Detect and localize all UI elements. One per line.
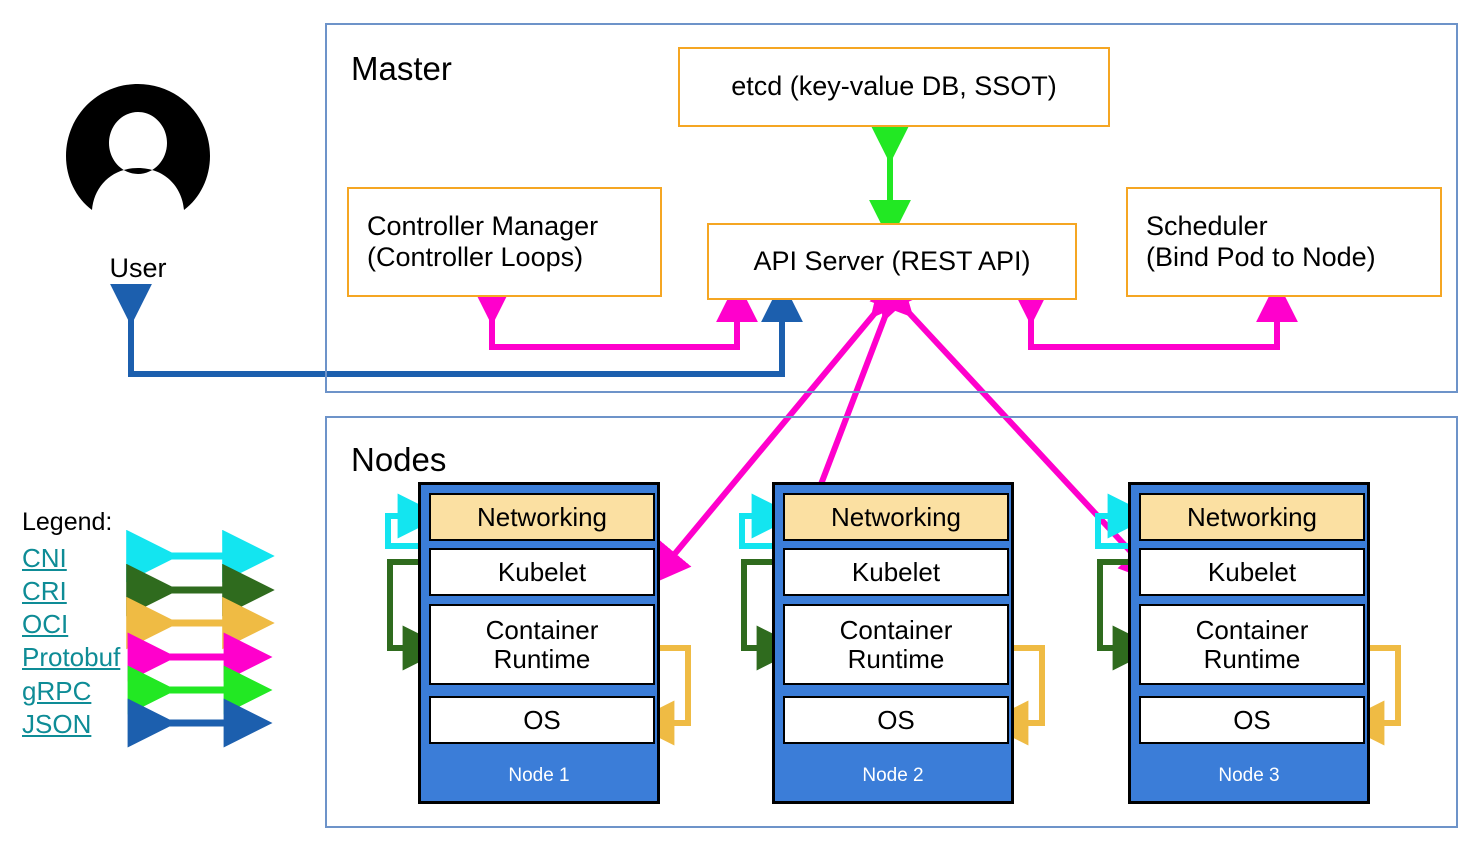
master-container (325, 23, 1458, 393)
node-3-runtime-layer[interactable]: Container Runtime (1139, 604, 1365, 685)
node-card-3[interactable]: Networking Kubelet Container Runtime OS … (1128, 482, 1370, 804)
legend-item-grpc[interactable]: gRPC (22, 676, 92, 706)
user-caption: User (109, 253, 167, 283)
user-avatar-icon (64, 82, 212, 222)
node-3-runtime-line-1: Container (1195, 614, 1309, 645)
node-2-kubelet-layer[interactable]: Kubelet (783, 548, 1009, 596)
etcd-label: etcd (key-value DB, SSOT) (731, 71, 1057, 102)
legend-item-cni[interactable]: CNI (22, 543, 67, 573)
controller-manager-line-2: (Controller Loops) (367, 242, 584, 272)
node-1-runtime-line-1: Container (485, 614, 599, 645)
node-2-networking-layer[interactable]: Networking (783, 493, 1009, 541)
api-server-label: API Server (REST API) (753, 245, 1031, 276)
nodes-title: Nodes (351, 441, 447, 478)
node-3-networking-label: Networking (1186, 501, 1318, 532)
legend-item-oci[interactable]: OCI (22, 609, 69, 639)
etcd-box[interactable]: etcd (key-value DB, SSOT) (678, 47, 1110, 127)
node-3-runtime-line-2: Runtime (1203, 643, 1301, 674)
controller-manager-box[interactable]: Controller Manager (Controller Loops) (347, 187, 662, 297)
node-2-runtime-line-2: Runtime (847, 643, 945, 674)
node-1-os-label: OS (523, 704, 561, 735)
legend-item-json[interactable]: JSON (22, 709, 92, 739)
master-title: Master (351, 50, 452, 87)
node-3-label: Node 3 (1218, 765, 1280, 786)
node-3-os-layer[interactable]: OS (1139, 696, 1365, 744)
node-3-kubelet-layer[interactable]: Kubelet (1139, 548, 1365, 596)
scheduler-line-1: Scheduler (1146, 210, 1268, 241)
node-1-label: Node 1 (508, 765, 570, 786)
controller-manager-label: Controller Manager (Controller Loops) (367, 211, 598, 274)
node-2-networking-label: Networking (830, 501, 962, 532)
node-1-os-layer[interactable]: OS (429, 696, 655, 744)
controller-manager-line-1: Controller Manager (367, 210, 599, 241)
node-2-os-label: OS (877, 704, 915, 735)
node-card-2[interactable]: Networking Kubelet Container Runtime OS … (772, 482, 1014, 804)
node-3-networking-layer[interactable]: Networking (1139, 493, 1365, 541)
node-1-kubelet-label: Kubelet (497, 556, 587, 587)
node-1-kubelet-layer[interactable]: Kubelet (429, 548, 655, 596)
scheduler-box[interactable]: Scheduler (Bind Pod to Node) (1126, 187, 1442, 297)
legend-item-protobuf[interactable]: Protobuf (22, 642, 121, 672)
node-1-runtime-line-2: Runtime (493, 643, 591, 674)
nodes-container (325, 416, 1458, 828)
node-2-runtime-line-1: Container (839, 614, 953, 645)
scheduler-line-2: (Bind Pod to Node) (1146, 242, 1376, 272)
node-2-label: Node 2 (862, 765, 924, 786)
legend-title: Legend: (22, 508, 113, 536)
node-1-networking-label: Networking (476, 501, 608, 532)
node-2-kubelet-label: Kubelet (851, 556, 941, 587)
node-1-networking-layer[interactable]: Networking (429, 493, 655, 541)
scheduler-label: Scheduler (Bind Pod to Node) (1146, 211, 1376, 274)
node-3-os-label: OS (1233, 704, 1271, 735)
node-3-kubelet-label: Kubelet (1207, 556, 1297, 587)
legend-item-cri[interactable]: CRI (22, 576, 67, 606)
node-card-1[interactable]: Networking Kubelet Container Runtime OS … (418, 482, 660, 804)
api-server-box[interactable]: API Server (REST API) (707, 223, 1077, 300)
node-1-runtime-layer[interactable]: Container Runtime (429, 604, 655, 685)
node-2-runtime-layer[interactable]: Container Runtime (783, 604, 1009, 685)
node-2-os-layer[interactable]: OS (783, 696, 1009, 744)
